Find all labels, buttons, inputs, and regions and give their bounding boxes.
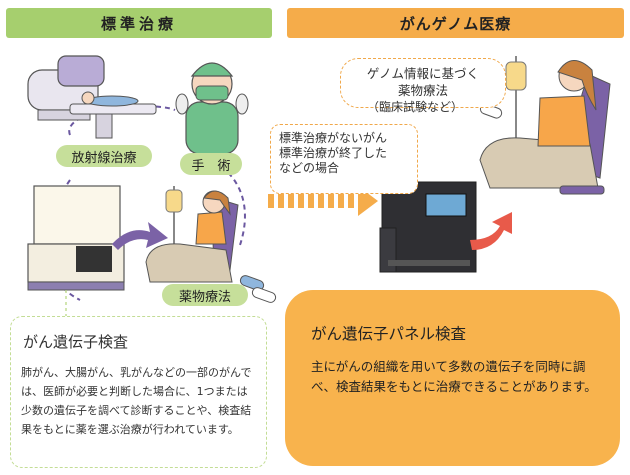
- surgeon-icon: [175, 62, 249, 155]
- gene-panel-test-description: 主にがんの組織を用いて多数の遺伝子を同時に調べ、検査結果をもとに治療できることが…: [311, 359, 597, 394]
- red-arrow-icon: [470, 212, 512, 250]
- capsule-left-icon: [239, 275, 277, 303]
- gene-test-title: がん遺伝子検査: [23, 333, 129, 351]
- gene-test-box: がん遺伝子検査 肺がん、大腸がん、乳がんなどの一部のがんでは、医師が必要と判断し…: [10, 316, 267, 468]
- condition-note: 標準治療がないがん 標準治療が終了した などの場合: [270, 124, 418, 194]
- standard-treatment-header: 標準治療: [6, 8, 272, 38]
- patient-chair-right-icon: [479, 56, 611, 195]
- purple-arrow-icon: [112, 222, 168, 250]
- genome-drug-therapy-line1: ゲノム情報に基づく: [366, 66, 480, 81]
- condition-line2: 標準治療が終了した: [279, 146, 388, 160]
- surgery-label: 手 術: [180, 153, 242, 175]
- sequencer-machine-small-icon: [27, 185, 125, 291]
- genome-medicine-header: がんゲノム医療: [287, 8, 624, 38]
- sequencer-machine-large-icon: [379, 181, 477, 273]
- gene-test-description: 肺がん、大腸がん、乳がんなどの一部のがんでは、医師が必要と判断した場合に、1つま…: [21, 366, 252, 436]
- drug-therapy-label: 薬物療法: [162, 284, 248, 306]
- condition-line1: 標準治療がないがん: [279, 131, 388, 145]
- patient-chair-left-icon: [145, 186, 239, 283]
- radiation-machine-icon: [27, 55, 157, 139]
- condition-line3: などの場合: [279, 161, 340, 175]
- gene-panel-test-title: がん遺伝子パネル検査: [311, 325, 467, 343]
- gene-panel-test-box: がん遺伝子パネル検査 主にがんの組織を用いて多数の遺伝子を同時に調べ、検査結果を…: [285, 290, 620, 466]
- clinical-trial-note: （臨床試験など）: [366, 100, 463, 114]
- genome-drug-therapy-line2: 薬物療法: [397, 83, 448, 98]
- radiation-label: 放射線治療: [56, 145, 152, 167]
- genome-drug-therapy-label: ゲノム情報に基づく 薬物療法: [340, 58, 506, 108]
